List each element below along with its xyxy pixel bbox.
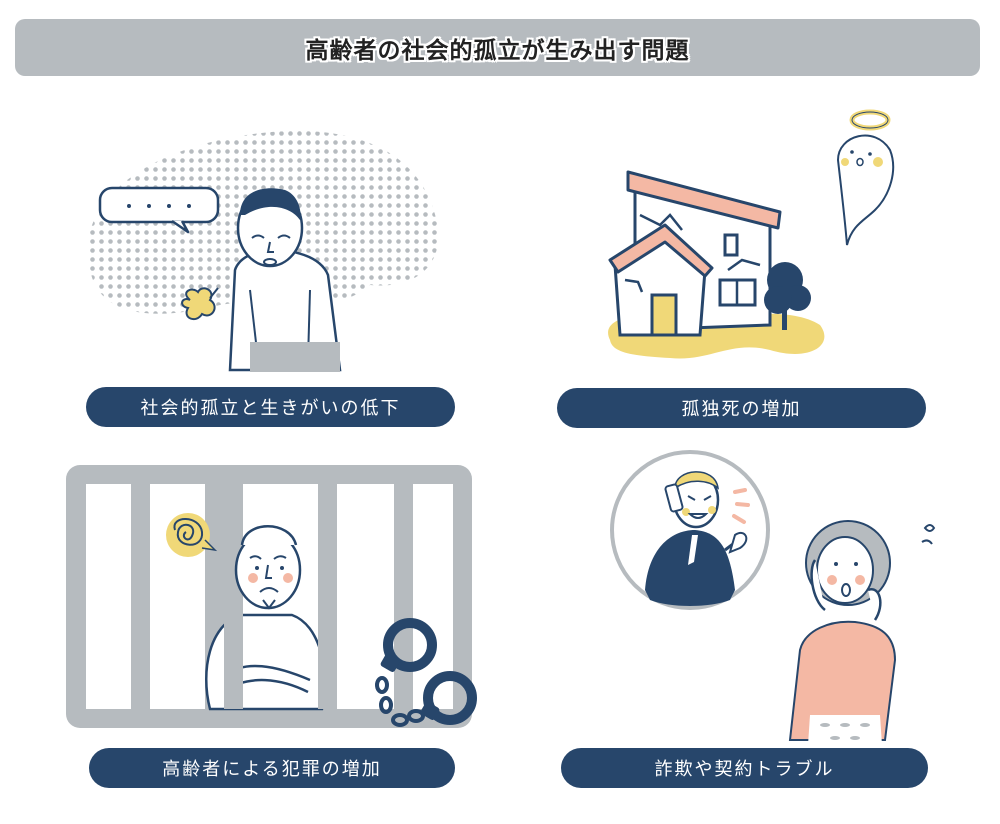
scam-call-icon <box>610 450 936 745</box>
illustration-lonely-death <box>590 100 920 370</box>
header-bar: 高齢者の社会的孤立が生み出す問題 <box>15 19 980 76</box>
label-text: 高齢者による犯罪の増加 <box>162 759 382 780</box>
illustration-crime <box>60 460 490 740</box>
label-text: 詐欺や契約トラブル <box>654 759 835 780</box>
label-fraud: 詐欺や契約トラブル <box>561 748 928 788</box>
page-title: 高齢者の社会的孤立が生み出す問題 <box>305 37 690 64</box>
label-crime: 高齢者による犯罪の増加 <box>89 748 455 788</box>
label-isolation: 社会的孤立と生きがいの低下 <box>86 387 455 427</box>
label-text: 孤独死の増加 <box>681 399 802 420</box>
label-text: 社会的孤立と生きがいの低下 <box>140 398 401 419</box>
illustration-fraud <box>600 450 960 750</box>
abandoned-house-icon <box>608 109 895 359</box>
lonely-man-icon <box>87 130 439 372</box>
jail-bars-icon <box>66 465 477 728</box>
illustration-isolation <box>70 120 470 380</box>
label-lonely-death: 孤独死の増加 <box>557 388 926 428</box>
